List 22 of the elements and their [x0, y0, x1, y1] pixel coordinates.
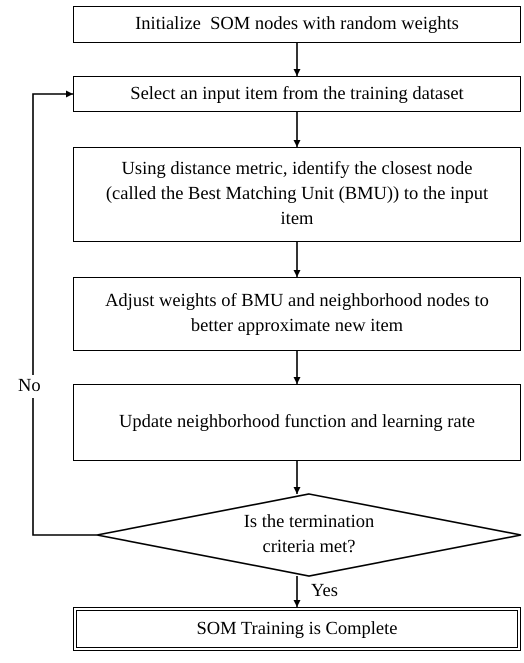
arrow: [294, 576, 300, 607]
step-text: Using distance metric, identify the closest node (called the Best Matching Unit (BMU)) to the input item: [104, 158, 490, 231]
process-box: [73, 147, 521, 242]
arrow: [294, 351, 300, 384]
arrow: [294, 461, 300, 494]
step-text: Update neighborhood function and learning rate: [118, 411, 476, 434]
process-box: [73, 384, 521, 461]
arrow: [294, 43, 300, 76]
arrow: [294, 112, 300, 147]
decision-diamond: [97, 494, 521, 576]
arrow: [32, 90, 97, 536]
step-text: SOM Training is Complete: [196, 618, 398, 641]
step-text: Adjust weights of BMU and neighborhood nodes to better approximate new item: [104, 290, 490, 338]
process-box: [73, 6, 521, 43]
arrow: [294, 242, 300, 277]
step-text: Initialize SOM nodes with random weights: [134, 13, 460, 36]
process-box: [73, 277, 521, 351]
edge-label: No: [18, 374, 41, 398]
process-box: [73, 76, 521, 112]
step-text: Is the termination criteria met?: [242, 511, 376, 559]
end-box: [73, 607, 521, 651]
step-text: Select an input item from the training dataset: [129, 82, 465, 106]
